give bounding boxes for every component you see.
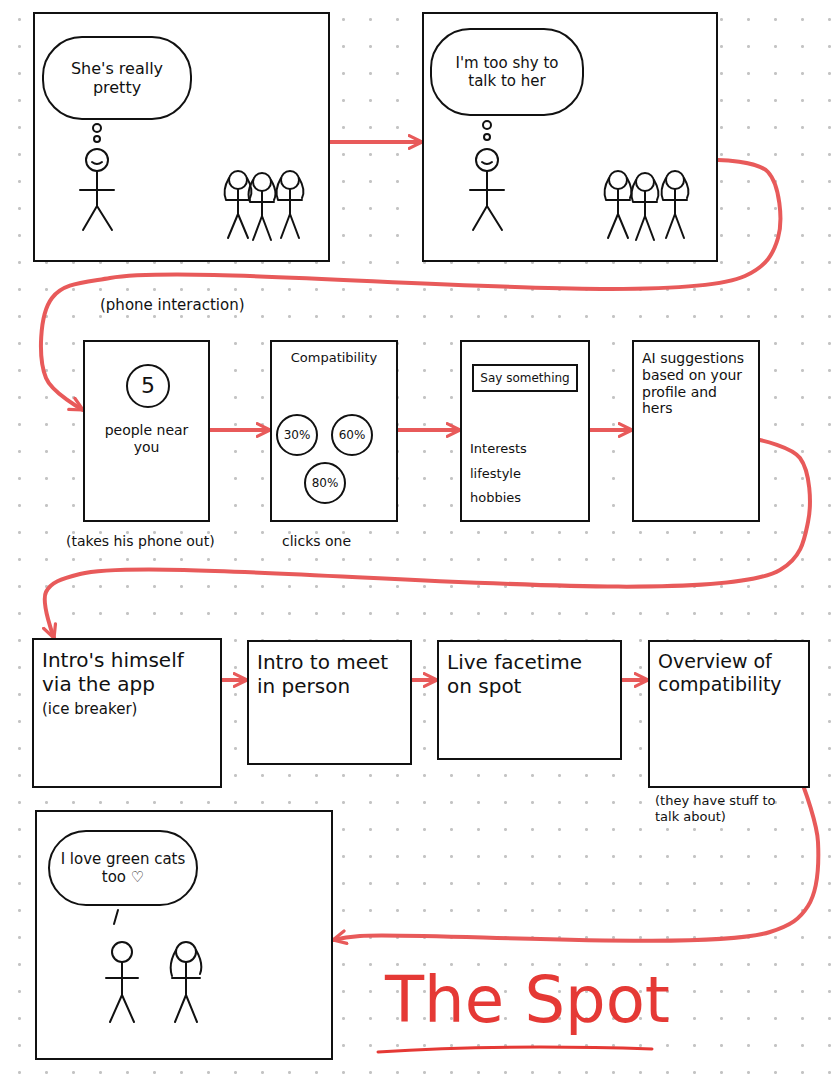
- step-box: Intro to meet in person: [247, 640, 412, 765]
- thought-dot: [484, 134, 490, 140]
- flow-arrow: [333, 788, 818, 941]
- node-text: 30%: [284, 428, 311, 442]
- flow-arrow: [398, 428, 460, 432]
- thought-dot: [483, 121, 491, 129]
- stick-women: [605, 171, 689, 240]
- flow-arrow: [222, 678, 247, 682]
- node-text: Interests: [470, 441, 527, 457]
- node-text: Say something: [480, 371, 569, 385]
- node-text: Intro's himself via the app: [42, 648, 212, 696]
- phone-screen: Interests lifestyle hobbies Say something: [460, 340, 590, 522]
- step-box: Overview of compatibility: [648, 640, 810, 788]
- node-text: 60%: [339, 428, 366, 442]
- flow-arrow: [210, 428, 270, 432]
- panel-ground: [36, 811, 332, 1059]
- note-label: (they have stuff to talk about): [655, 793, 803, 824]
- node-text: 5: [141, 373, 155, 399]
- flow-arrow: [622, 678, 648, 682]
- phone-screen: people near you 5: [83, 340, 210, 522]
- node-text: people near you: [93, 422, 200, 456]
- percent-circle: 30%: [276, 414, 318, 456]
- count-circle: 5: [126, 364, 170, 408]
- note-label: (takes his phone out): [66, 533, 246, 550]
- node-subtext: hobbies: [470, 490, 521, 506]
- node-text: Live facetime on spot: [447, 650, 612, 698]
- story-panel: She's really pretty: [33, 12, 330, 262]
- speech-bubble: I love green cats too ♡: [48, 830, 198, 906]
- stick-man: [470, 149, 504, 230]
- note-label: (phone interaction): [100, 296, 300, 314]
- node-text: Intro to meet in person: [257, 650, 402, 698]
- phone-screen: AI suggestions based on your profile and…: [632, 340, 760, 522]
- step-box: Live facetime on spot: [437, 640, 622, 760]
- story-title: The Spot: [385, 962, 670, 1039]
- input-box: Say something: [472, 364, 578, 392]
- node-subtext: lifestyle: [470, 466, 521, 482]
- percent-circle: 60%: [331, 414, 373, 456]
- stick-women: [225, 171, 304, 240]
- panel-ground: [34, 13, 330, 261]
- node-text: Overview of compatibility: [658, 650, 800, 696]
- node-text: I love green cats too ♡: [60, 850, 186, 886]
- thought-dot: [94, 136, 100, 142]
- node-text: I'm too shy to talk to her: [442, 54, 572, 90]
- node-subtext: (ice breaker): [42, 700, 212, 718]
- thought-dot: [93, 124, 101, 132]
- node-text: Compatibility: [280, 350, 388, 366]
- node-text: AI suggestions based on your profile and…: [642, 350, 750, 417]
- stick-man: [106, 942, 138, 1022]
- speech-tail: [114, 910, 118, 924]
- flow-arrow: [412, 678, 437, 682]
- note-label: clicks one: [282, 533, 402, 550]
- story-panel: I'm too shy to talk to her: [422, 12, 718, 262]
- node-text: 80%: [312, 476, 339, 490]
- panel-grounds: [34, 13, 717, 1059]
- percent-circle: 80%: [304, 462, 346, 504]
- thought-bubble: I'm too shy to talk to her: [430, 28, 584, 116]
- stick-man: [80, 149, 114, 230]
- thought-bubble: She's really pretty: [42, 36, 192, 120]
- node-text: She's really pretty: [54, 59, 180, 97]
- title-underline: [378, 1047, 652, 1052]
- flow-arrow: [590, 428, 632, 432]
- phone-screen: Compatibility 30% 60% 80%: [270, 340, 398, 522]
- story-panel: I love green cats too ♡: [35, 810, 333, 1060]
- stick-woman: [171, 942, 202, 1022]
- panel-ground: [423, 13, 717, 261]
- step-box: Intro's himself via the app (ice breaker): [32, 638, 222, 788]
- flow-arrow: [330, 140, 422, 144]
